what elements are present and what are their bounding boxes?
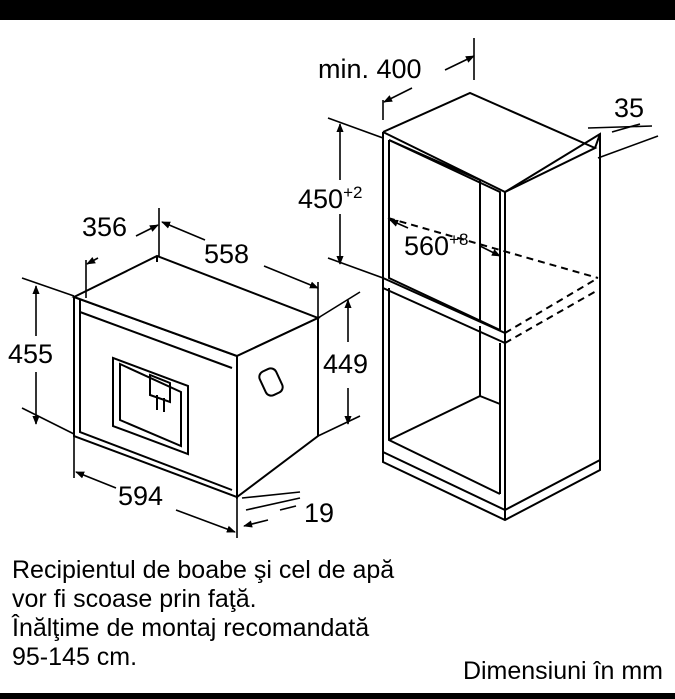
dim-height: 455 [8,339,53,369]
side-handle [258,367,284,397]
shelf-dashed [387,217,599,344]
note-line-1: Recipientul de boabe şi cel de apă [12,556,395,584]
note-line-2: vor fi scoase prin faţă. [12,585,257,613]
dispenser-recess [112,356,189,456]
dim-niche-depth: min. 400 [318,54,422,84]
dim-niche-width-value: 560 [404,231,449,261]
note-line-3: Înălţime de montaj recomandată [12,614,370,642]
dim-front-offset: 19 [304,498,334,528]
bottom-border-bar [0,693,675,699]
dim-niche-height-value: 450 [298,184,343,214]
dimension-lines [21,38,659,538]
appliance-outline [71,254,321,500]
dim-side-clearance: 35 [614,93,644,123]
top-border-bar [0,0,675,20]
dim-body-height: 449 [323,349,368,379]
dim-niche-height: 450+2 [298,183,362,214]
note-line-4: 95-145 cm. [12,643,138,671]
dim-depth: 356 [82,212,127,242]
dim-width: 594 [118,481,163,511]
dim-body-width: 558 [204,239,249,269]
dim-niche-height-tolerance: +2 [343,183,362,202]
dim-niche-width: 560+8 [404,230,468,261]
dim-niche-width-tolerance: +8 [449,230,468,249]
cabinet-outline [382,91,601,522]
installation-notes: Recipientul de boabe şi cel de apă vor f… [12,556,532,672]
units-note: Dimensiuni în mm [462,657,663,685]
